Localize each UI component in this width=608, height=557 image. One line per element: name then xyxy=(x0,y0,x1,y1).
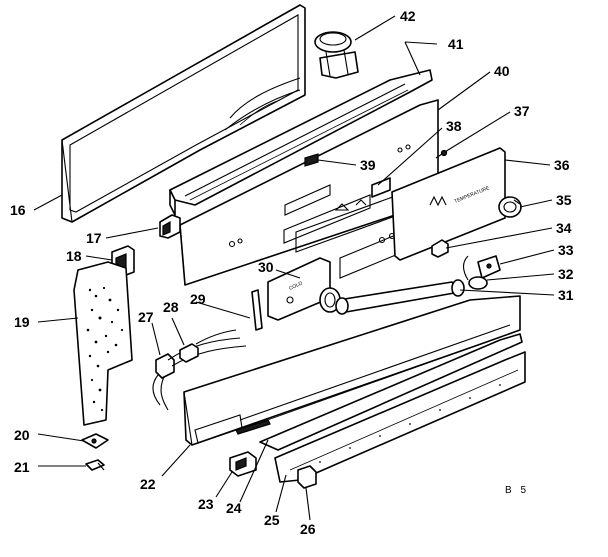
panel-switch xyxy=(304,153,391,198)
callout-23: 23 xyxy=(198,496,214,512)
door-switch xyxy=(229,451,257,477)
side-shield xyxy=(73,261,133,426)
callout-42: 42 xyxy=(400,8,416,24)
callout-29: 29 xyxy=(190,291,206,307)
rear-cover-panel xyxy=(61,4,306,223)
actuator xyxy=(462,255,488,290)
callout-30: 30 xyxy=(258,259,274,275)
light-tube xyxy=(335,279,465,315)
wire-connector xyxy=(85,459,105,471)
panel-clip xyxy=(159,214,181,239)
front-rail xyxy=(183,295,521,446)
callout-35: 35 xyxy=(556,192,572,208)
callout-25: 25 xyxy=(264,512,280,528)
thermostat-assembly: COLD xyxy=(267,257,341,321)
trim-texture xyxy=(319,384,501,463)
end-cap xyxy=(297,465,317,489)
callout-39: 39 xyxy=(360,157,376,173)
callout-41: 41 xyxy=(448,36,464,52)
callout-33: 33 xyxy=(558,242,574,258)
callout-38: 38 xyxy=(446,118,462,134)
callout-17: 17 xyxy=(86,230,102,246)
callout-28: 28 xyxy=(163,299,179,315)
knob xyxy=(498,196,522,218)
trim-strip xyxy=(259,333,526,483)
leader-lines xyxy=(33,15,555,521)
callout-36: 36 xyxy=(554,157,570,173)
callout-40: 40 xyxy=(494,63,510,79)
top-rail xyxy=(169,69,433,216)
mounting-pin xyxy=(251,289,263,331)
page-mark: B 5 xyxy=(505,485,529,496)
terminal-clip xyxy=(431,239,449,258)
callout-16: 16 xyxy=(10,202,26,218)
thermostat-bracket xyxy=(314,31,359,79)
callout-21: 21 xyxy=(14,459,30,475)
callout-31: 31 xyxy=(558,287,574,303)
callout-24: 24 xyxy=(226,500,242,516)
callout-labels: 42 41 40 37 38 39 36 16 17 35 34 18 33 3… xyxy=(10,8,574,537)
callout-32: 32 xyxy=(558,266,574,282)
callout-27: 27 xyxy=(138,309,154,325)
callout-22: 22 xyxy=(140,476,156,492)
callout-26: 26 xyxy=(300,521,316,537)
callout-37: 37 xyxy=(514,103,530,119)
callout-34: 34 xyxy=(556,220,572,236)
cold-label: COLD xyxy=(288,280,303,291)
wire-harness xyxy=(152,329,247,411)
callout-18: 18 xyxy=(66,248,82,264)
switch-bracket xyxy=(477,255,501,279)
nameplate: TEMPERATURE xyxy=(391,147,506,261)
shield-texture xyxy=(86,286,124,412)
callout-20: 20 xyxy=(14,427,30,443)
screw xyxy=(435,149,449,159)
callout-19: 19 xyxy=(14,314,30,330)
cover-plate xyxy=(81,433,109,449)
